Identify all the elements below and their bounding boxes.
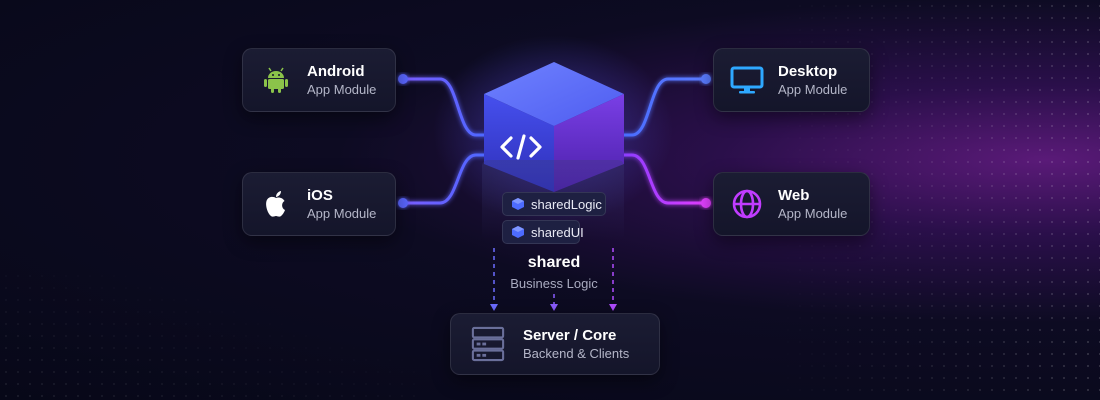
desktop-title: Desktop bbox=[778, 62, 838, 80]
server-icon bbox=[471, 326, 505, 362]
server-core-card[interactable]: Server / Core Backend & Clients bbox=[450, 313, 660, 375]
android-module-card[interactable]: Android App Module bbox=[242, 48, 396, 112]
web-subtitle: App Module bbox=[778, 205, 848, 221]
background-dot-grid-left bbox=[0, 270, 420, 400]
server-title: Server / Core bbox=[523, 326, 617, 344]
shared-ui-label: sharedUI bbox=[531, 224, 584, 240]
cube-icon bbox=[511, 225, 525, 239]
code-icon bbox=[500, 134, 542, 160]
ios-subtitle: App Module bbox=[307, 205, 377, 221]
desktop-module-card[interactable]: Desktop App Module bbox=[713, 48, 870, 112]
monitor-icon bbox=[730, 63, 764, 97]
shared-logic-label: sharedLogic bbox=[531, 196, 602, 212]
android-title: Android bbox=[307, 62, 365, 80]
ios-title: iOS bbox=[307, 186, 333, 204]
shared-subtitle: Business Logic bbox=[510, 276, 598, 291]
web-title: Web bbox=[778, 186, 810, 204]
android-subtitle: App Module bbox=[307, 81, 377, 97]
globe-icon bbox=[730, 187, 764, 221]
shared-ui-chip[interactable]: sharedUI bbox=[502, 220, 584, 244]
shared-logic-chip[interactable]: sharedLogic bbox=[502, 192, 606, 216]
shared-cube bbox=[484, 62, 624, 192]
server-subtitle: Backend & Clients bbox=[523, 345, 630, 361]
web-module-card[interactable]: Web App Module bbox=[713, 172, 870, 236]
shared-title: shared bbox=[527, 254, 581, 271]
apple-icon bbox=[259, 187, 293, 221]
cube-icon bbox=[511, 197, 525, 211]
desktop-subtitle: App Module bbox=[778, 81, 848, 97]
android-icon bbox=[259, 63, 293, 97]
ios-module-card[interactable]: iOS App Module bbox=[242, 172, 396, 236]
